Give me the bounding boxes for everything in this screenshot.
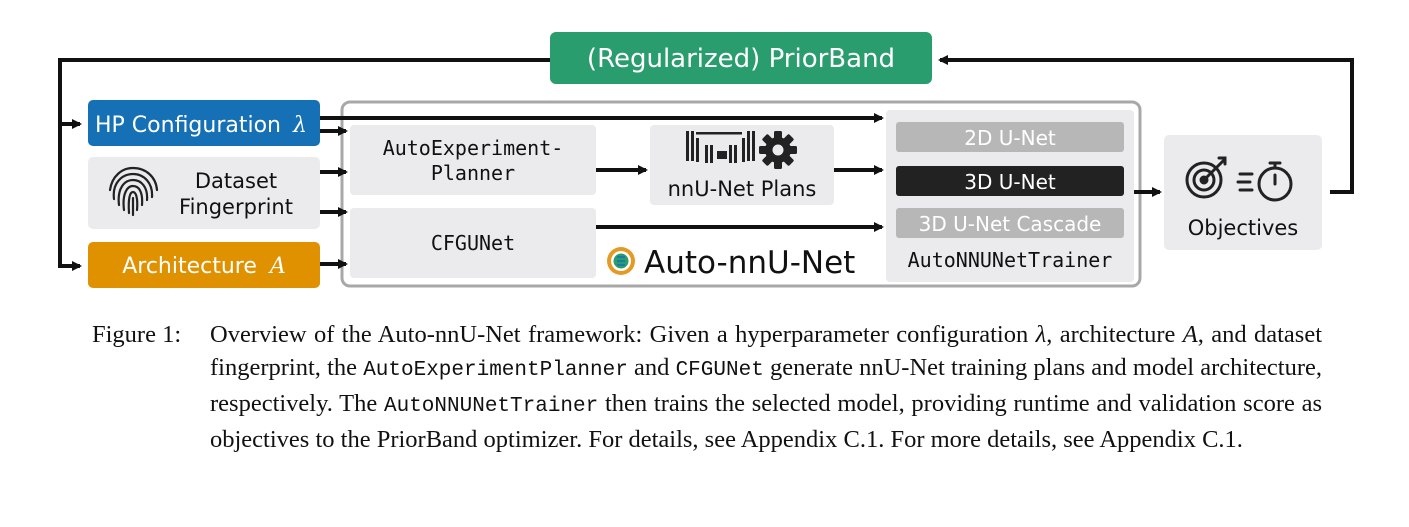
caption-m2: CFGUNet (675, 359, 764, 382)
target-icon (1185, 156, 1227, 199)
unet-2d-label: 2D U-Net (964, 126, 1056, 150)
objectives-label: Objectives (1188, 216, 1299, 240)
auto-experiment-planner-box: AutoExperiment- Planner (350, 125, 596, 195)
unet-cascade-block (896, 208, 1124, 238)
unet-3d-label: 3D U-Net (964, 170, 1056, 194)
svg-text:Architecture A: Architecture A (122, 254, 286, 279)
architecture-box: Architecture A (88, 242, 320, 288)
caption-m3: AutoNNUNetTrainer (384, 395, 599, 418)
unet-3d-block (896, 166, 1124, 196)
unet-cascade-label: 3D U-Net Cascade (919, 212, 1102, 236)
caption-text: Overview of the Auto-nnU-Net framework: … (210, 318, 1322, 456)
caption-t2: , architecture (1046, 321, 1183, 348)
planner-label-line2: Planner (431, 161, 515, 185)
caption-a: A (1182, 321, 1198, 348)
caption-t4: and (627, 354, 676, 381)
planner-label-line1: AutoExperiment- (383, 136, 564, 160)
trainer-label: AutoNNUNetTrainer (908, 248, 1113, 272)
architecture-symbol: A (268, 254, 286, 279)
trainer-panel: 2D U-Net 3D U-Net 3D U-Net Cascade AutoN… (886, 110, 1134, 282)
unet-2d-block (896, 122, 1124, 152)
unet-icon (686, 131, 755, 163)
gear-icon (759, 131, 797, 169)
cfgunet-box: CFGUNet (350, 208, 596, 278)
feedback-loop-arrows (58, 55, 1354, 271)
hp-config-box: HP Configuration λ (88, 100, 320, 146)
auto-nnunet-logo-icon (607, 247, 635, 275)
flow-arrows (320, 113, 1162, 269)
dataset-fingerprint-box: Dataset Fingerprint (88, 157, 320, 229)
svg-text:HP Configuration λ: HP Configuration λ (95, 113, 307, 138)
caption-t3: , and dataset fingerprint, the (210, 321, 1322, 381)
figure-caption: Figure 1: Overview of the Auto-nnU-Net f… (92, 318, 1322, 456)
caption-t5: generate nnU-Net training plans and mode… (210, 354, 1322, 417)
dataset-label-line2: Fingerprint (179, 195, 293, 219)
caption-label: Figure 1: (92, 321, 182, 348)
caption-m1: AutoExperimentPlanner (363, 359, 628, 382)
priorband-box: (Regularized) PriorBand (550, 32, 932, 84)
caption-t1: Overview of the Auto-nnU-Net framework: … (210, 321, 1036, 348)
architecture-label: Architecture (122, 254, 257, 279)
hp-config-label: HP Configuration (95, 113, 281, 138)
auto-nnunet-label: Auto-nnU-Net (644, 245, 855, 281)
objectives-box: Objectives (1164, 135, 1322, 250)
caption-t6: then trains the selected model, providin… (210, 390, 1322, 453)
framework-diagram: (Regularized) PriorBand HP Configuration… (58, 32, 1354, 288)
priorband-label: (Regularized) PriorBand (587, 44, 895, 74)
fingerprint-icon (108, 166, 159, 217)
cfgunet-label: CFGUNet (431, 231, 515, 255)
hp-config-symbol: λ (292, 113, 307, 138)
nnunet-plans-box: nnU-Net Plans (650, 125, 834, 205)
caption-lambda: λ (1035, 321, 1047, 348)
plans-label: nnU-Net Plans (668, 177, 817, 201)
dataset-label-line1: Dataset (195, 169, 277, 193)
stopwatch-icon (1236, 161, 1293, 202)
